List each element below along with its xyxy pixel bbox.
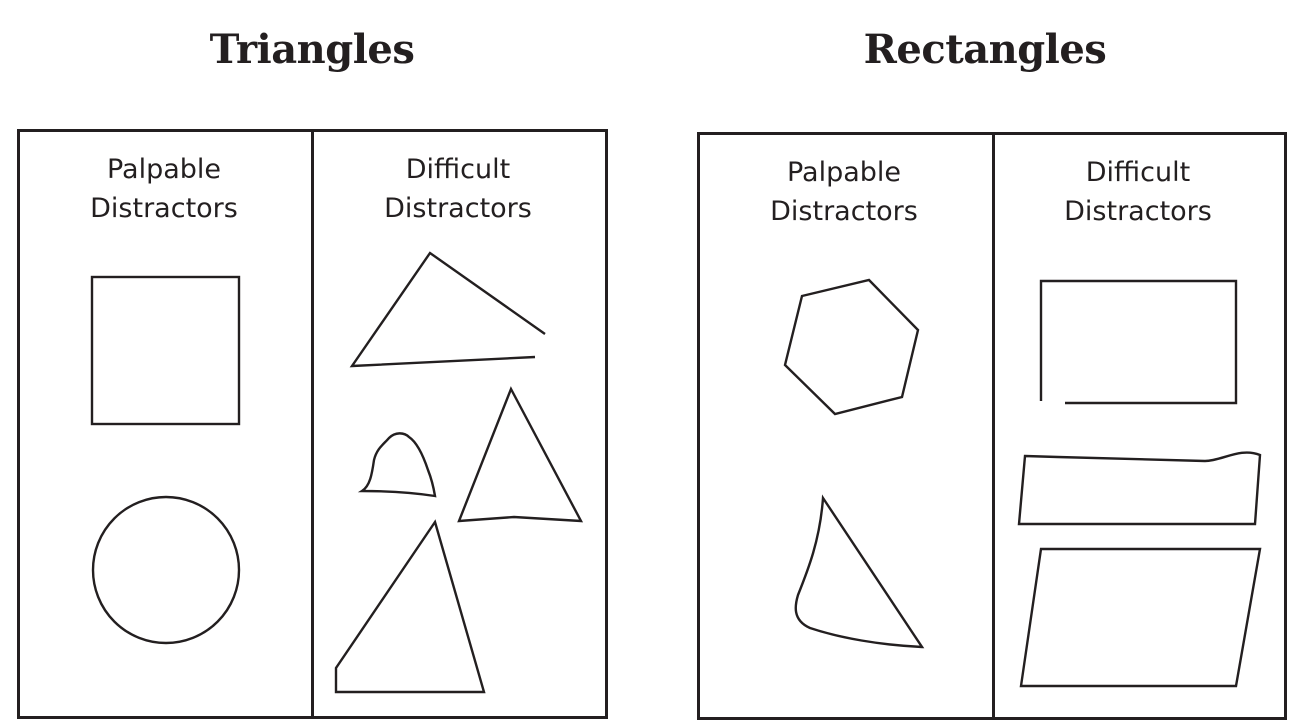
rectangles-palpable-line1: Palpable <box>786 157 902 188</box>
triangles-palpable-line2: Distractors <box>90 193 238 224</box>
triangles-difficult-line2: Distractors <box>384 193 532 224</box>
rectangles-panel: Palpable Distractors Difficult Distracto… <box>697 132 1287 720</box>
triangles-title: Triangles <box>209 26 415 73</box>
triangles-difficult-line1: Difficult <box>405 154 511 185</box>
rectangles-palpable-header: Palpable Distractors <box>700 153 988 231</box>
triangles-panel: Palpable Distractors Difficult Distracto… <box>17 129 608 719</box>
triangles-column-divider <box>311 132 314 716</box>
triangles-difficult-header: Difficult Distractors <box>314 150 602 228</box>
rectangles-difficult-line2: Distractors <box>1064 196 1212 227</box>
triangles-palpable-line1: Palpable <box>106 154 222 185</box>
rectangles-palpable-line2: Distractors <box>770 196 918 227</box>
triangles-palpable-header: Palpable Distractors <box>20 150 308 228</box>
rectangles-difficult-line1: Difficult <box>1085 157 1191 188</box>
rectangles-difficult-header: Difficult Distractors <box>994 153 1282 231</box>
rectangles-column-divider <box>992 135 995 717</box>
rectangles-title: Rectangles <box>863 26 1107 73</box>
